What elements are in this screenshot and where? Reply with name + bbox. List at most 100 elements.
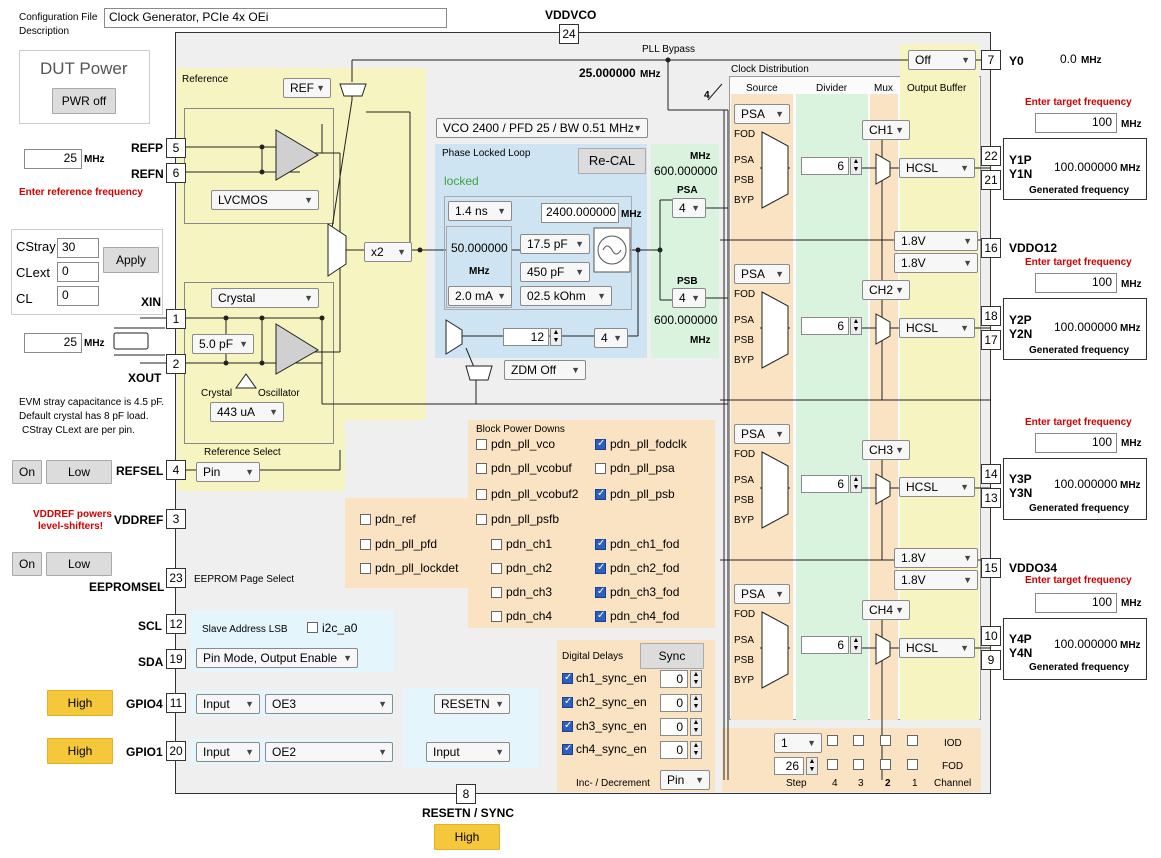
pll-ns-select[interactable]: 1.4 ns▼ — [448, 201, 512, 221]
iod-ch4-checkbox[interactable] — [827, 735, 838, 746]
pdn-ch1-checkbox[interactable] — [491, 539, 502, 550]
ch3-target-input[interactable]: 100 — [1035, 433, 1117, 453]
fb-div-stepper[interactable]: ▲▼ — [550, 328, 562, 346]
ch1-delay-input[interactable]: 0 — [660, 670, 688, 688]
ch1-sync-en-checkbox[interactable] — [562, 672, 573, 684]
config-description-input[interactable]: Clock Generator, PCIe 4x OEi — [104, 8, 447, 28]
recal-button[interactable]: Re-CAL — [578, 148, 646, 174]
r-select[interactable]: 02.5 kOhm▼ — [520, 286, 612, 306]
ch4-delay-stepper[interactable]: ▲▼ — [690, 741, 702, 759]
cl-input[interactable]: 0 — [57, 286, 99, 306]
pdn-pll-vco-checkbox[interactable] — [476, 439, 487, 450]
doubler-select[interactable]: x2▼ — [364, 242, 412, 262]
resetn-high-button[interactable]: High — [434, 824, 500, 850]
i2c-mode-select[interactable]: Pin Mode, Output Enable▼ — [196, 648, 358, 668]
ch4-divider-input[interactable]: 6 — [801, 636, 849, 654]
fb-sel-select[interactable]: 4▼ — [594, 328, 628, 348]
ref-select[interactable]: REF▼ — [283, 78, 331, 98]
lvcmos-select[interactable]: LVCMOS▼ — [211, 190, 319, 210]
ch1-divider-input[interactable]: 6 — [801, 157, 849, 175]
ch3-sync-en-checkbox[interactable] — [562, 720, 573, 732]
fb-div-input[interactable]: 12 — [503, 328, 549, 346]
ch1-std-select[interactable]: HCSL▼ — [899, 158, 975, 178]
pdn-pll-vcobuf-checkbox[interactable] — [476, 463, 487, 474]
c2-select[interactable]: 450 pF▼ — [520, 262, 590, 282]
ch1-source-select[interactable]: PSA▼ — [734, 104, 790, 124]
pdn-pll-vcobuf2-checkbox[interactable] — [476, 489, 487, 500]
iod-ch2-checkbox[interactable] — [880, 735, 891, 746]
ch2-sync-en-checkbox[interactable] — [562, 696, 573, 708]
ch3-delay-stepper[interactable]: ▲▼ — [690, 718, 702, 736]
zdm-select[interactable]: ZDM Off▼ — [504, 360, 586, 380]
pdn-pll-psfb-checkbox[interactable] — [476, 514, 487, 525]
ch2-divider-stepper[interactable]: ▲▼ — [850, 317, 862, 335]
gpio4-func-select[interactable]: OE3▼ — [265, 694, 393, 714]
vddo12-select-1[interactable]: 1.8V▼ — [894, 231, 978, 251]
vddo12-select-2[interactable]: 1.8V▼ — [894, 253, 978, 273]
pdn-ch4-fod-checkbox-overlay[interactable] — [595, 610, 606, 622]
fod-ch4-checkbox[interactable] — [827, 759, 838, 770]
psb-div-select[interactable]: 4▼ — [672, 288, 706, 308]
refsel-mode-select[interactable]: Pin▼ — [196, 462, 260, 482]
eeprom-low-button[interactable]: Low — [46, 552, 112, 576]
crystal-select[interactable]: Crystal▼ — [211, 288, 319, 308]
crystal-cap-select[interactable]: 5.0 pF▼ — [192, 334, 254, 354]
apply-button[interactable]: Apply — [103, 247, 159, 273]
ch2-delay-input[interactable]: 0 — [660, 694, 688, 712]
vddo34-select-1[interactable]: 1.8V▼ — [894, 548, 978, 568]
fod-step-input[interactable]: 26 — [774, 757, 804, 775]
pdn-pll-pfd-checkbox[interactable] — [360, 539, 371, 550]
refsel-on-button[interactable]: On — [12, 460, 42, 484]
ch3-std-select[interactable]: HCSL▼ — [899, 477, 975, 497]
gpio4-mode-select[interactable]: Input▼ — [196, 694, 260, 714]
pdn-pll-psb-checkbox[interactable] — [595, 488, 606, 500]
gpio1-func-select[interactable]: OE2▼ — [265, 742, 393, 762]
resetn-mode-select[interactable]: Input▼ — [426, 742, 510, 762]
gpio1-mode-select[interactable]: Input▼ — [196, 742, 260, 762]
eeprom-on-button[interactable]: On — [12, 552, 42, 576]
iod-ch3-checkbox[interactable] — [853, 735, 864, 746]
pwr-off-button[interactable]: PWR off — [52, 88, 116, 114]
ch4-target-input[interactable]: 100 — [1035, 593, 1117, 613]
gpio4-high-button[interactable]: High — [47, 690, 113, 716]
ch4-divider-stepper[interactable]: ▲▼ — [850, 636, 862, 654]
ch2-source-select[interactable]: PSA▼ — [734, 264, 790, 284]
ch1-divider-stepper[interactable]: ▲▼ — [850, 157, 862, 175]
cstray-input[interactable]: 30 — [57, 238, 99, 258]
c1-select[interactable]: 17.5 pF▼ — [520, 234, 590, 254]
sync-button[interactable]: Sync — [640, 643, 704, 669]
cp-current-select[interactable]: 2.0 mA▼ — [448, 286, 512, 306]
ref-freq-input[interactable]: 25 — [24, 149, 82, 169]
ch2-divider-input[interactable]: 6 — [801, 317, 849, 335]
ch4-delay-input[interactable]: 0 — [660, 741, 688, 759]
ch3-source-select[interactable]: PSA▼ — [734, 424, 790, 444]
ch1-mux-select[interactable]: CH1▼ — [862, 120, 910, 140]
vco-config-select[interactable]: VCO 2400 / PFD 25 / BW 0.51 MHz▼ — [436, 118, 648, 138]
pdn-ch2-fod-checkbox[interactable] — [595, 562, 606, 574]
ch3-mux-select[interactable]: CH3▼ — [862, 440, 910, 460]
i2c-a0-checkbox[interactable] — [307, 622, 318, 633]
pdn-ch2-checkbox[interactable] — [491, 563, 502, 574]
gpio1-high-button[interactable]: High — [47, 738, 113, 764]
ch2-std-select[interactable]: HCSL▼ — [899, 318, 975, 338]
iod-ch1-checkbox[interactable] — [907, 735, 918, 746]
pdn-pll-lockdet-checkbox[interactable] — [360, 563, 371, 574]
resetn-select[interactable]: RESETN▼ — [434, 694, 510, 714]
fod-step-stepper[interactable]: ▲▼ — [806, 757, 818, 775]
y0-mode-select[interactable]: Off▼ — [908, 50, 976, 70]
pdn-ref-checkbox[interactable] — [360, 514, 371, 525]
pdn-ch1-fod-checkbox[interactable] — [595, 538, 606, 550]
fod-ch2-checkbox[interactable] — [880, 759, 891, 770]
psa-div-select[interactable]: 4▼ — [672, 198, 706, 218]
ch2-delay-stepper[interactable]: ▲▼ — [690, 694, 702, 712]
ch1-delay-stepper[interactable]: ▲▼ — [690, 670, 702, 688]
vddo34-select-2[interactable]: 1.8V▼ — [894, 570, 978, 590]
ch3-divider-input[interactable]: 6 — [801, 475, 849, 493]
pdn-pll-psa-checkbox[interactable] — [595, 463, 606, 474]
incdec-mode-select[interactable]: Pin▼ — [660, 770, 710, 790]
vco-freq-input[interactable]: 2400.000000 — [541, 203, 619, 223]
fod-ch1-checkbox[interactable] — [907, 759, 918, 770]
ch4-std-select[interactable]: HCSL▼ — [899, 638, 975, 658]
ch4-sync-en-checkbox[interactable] — [562, 743, 573, 755]
pdn-pll-fodclk-checkbox[interactable] — [595, 438, 606, 450]
